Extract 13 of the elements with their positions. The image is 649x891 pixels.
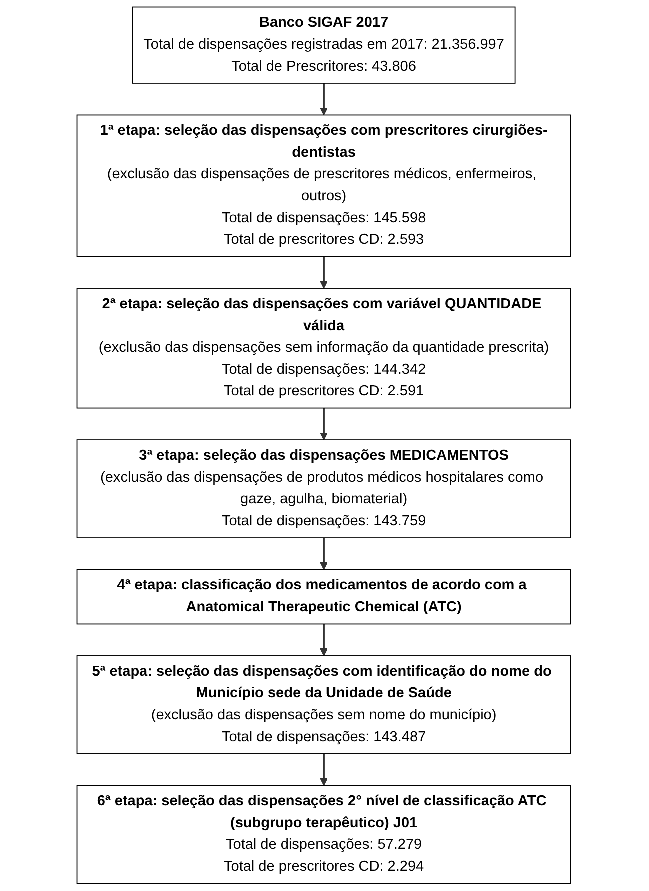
node-box: 4ª etapa: classificação dos medicamentos de acordo com a Anatomical Therapeutic Chemical (ATC) <box>77 569 572 625</box>
node-box: 5ª etapa: seleção das dispensações com identificação do nome do Município sede da Unidade de Saúde (exclusão das dispensações sem nome do município) Total de dispensações: 143.487 <box>77 656 572 754</box>
arrow <box>320 754 328 786</box>
arrow <box>320 538 328 570</box>
node-box: 2ª etapa: seleção das dispensações com variável QUANTIDADE válida (exclusão das dispensações sem informação da quantidade prescrita) Total de dispensações: 144.342 Total de prescritores CD: 2.591 <box>77 288 572 409</box>
arrow <box>320 83 328 116</box>
node-box: Banco SIGAF 2017 Total de dispensações registradas em 2017: 21.356.997 Total de Prescritores: 43.806 <box>132 6 516 84</box>
arrow <box>320 256 328 289</box>
node-box: 3ª etapa: seleção das dispensações MEDICAMENTOS (exclusão das dispensações de produtos médicos hospitalares como gaze, agulha, biomaterial) Total de dispensações: 143.759 <box>77 440 572 538</box>
arrow <box>320 624 328 656</box>
node-box: 1ª etapa: seleção das dispensações com prescritores cirurgiões-dentistas (exclusão das dispensações de prescritores médicos, enfermeiros, outros) Total de dispensações: 145.598 Total de prescritores CD: 2.593 <box>77 114 572 258</box>
node-box: 6ª etapa: seleção das dispensações 2° nível de classificação ATC (subgrupo terapêutico) J01 Total de dispensações: 57.279 Total de prescritores CD: 2.294 <box>77 785 572 884</box>
arrow <box>320 408 328 440</box>
